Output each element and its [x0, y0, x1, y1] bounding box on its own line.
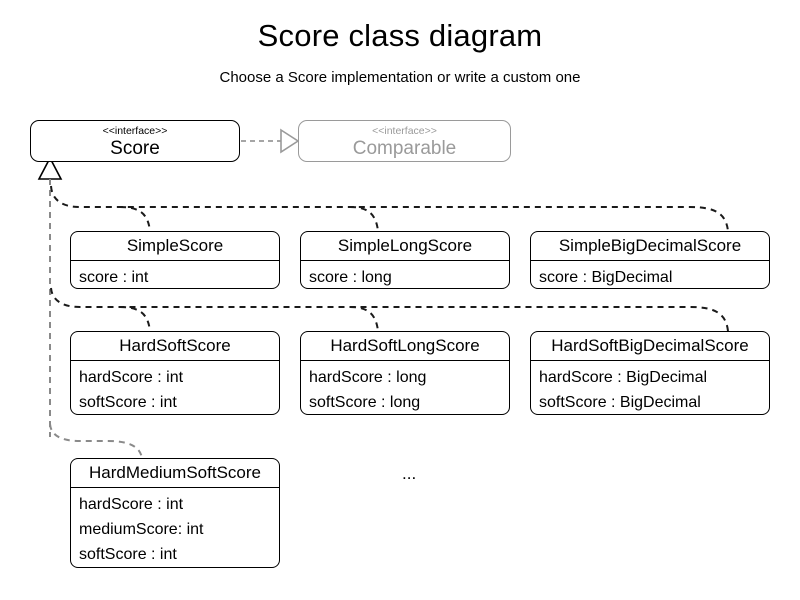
page-subtitle: Choose a Score implementation or write a…	[219, 69, 581, 86]
class-attributes: hardScore : long softScore : long	[301, 361, 509, 414]
class-name: SimpleBigDecimalScore	[531, 232, 769, 261]
class-attribute: softScore : int	[79, 546, 177, 563]
class-attributes: hardScore : BigDecimal softScore : BigDec…	[531, 361, 769, 414]
interface-box-comparable[interactable]: <<interface>>Comparable	[298, 120, 511, 162]
class-attribute: score : BigDecimal	[539, 269, 673, 286]
realization-score-to-comparable	[241, 128, 300, 154]
class-attribute: hardScore : int	[79, 369, 184, 386]
interface-box-score[interactable]: <<interface>>Score	[30, 120, 240, 162]
class-attribute: softScore : int	[79, 394, 177, 411]
stereotype-label: <<interface>>	[372, 125, 437, 137]
class-attribute: hardScore : BigDecimal	[539, 369, 708, 386]
class-attribute: hardScore : long	[309, 369, 427, 386]
class-attribute: softScore : BigDecimal	[539, 394, 701, 411]
class-attribute: score : int	[79, 269, 149, 286]
class-name: HardSoftLongScore	[301, 332, 509, 361]
class-box-hardsoftscore[interactable]: HardSoftScore hardScore : int softScore : …	[70, 331, 280, 415]
class-attributes: score : int	[71, 261, 279, 288]
stereotype-label: <<interface>>	[102, 125, 168, 137]
class-box-simplelongscore[interactable]: SimpleLongScore score : long	[300, 231, 510, 289]
class-attributes: score : long	[301, 261, 509, 288]
class-name: HardMediumSoftScore	[71, 459, 279, 488]
class-box-simplescore[interactable]: SimpleScore score : int	[70, 231, 280, 289]
class-attributes: score : BigDecimal	[531, 261, 769, 288]
class-box-hardmediumsoftscore[interactable]: HardMediumSoftScore hardScore : int medium…	[70, 458, 280, 568]
generalization-branches-row1	[50, 185, 729, 232]
class-attributes: hardScore : int mediumScore: int softScore…	[71, 488, 279, 567]
class-box-hardsoftlongscore[interactable]: HardSoftLongScore hardScore : long softSco…	[300, 331, 510, 415]
interface-name: Score	[110, 138, 160, 159]
generalization-branches-row2	[50, 287, 729, 332]
class-attribute: softScore : long	[309, 394, 421, 411]
class-box-simplebigdecimalscore[interactable]: SimpleBigDecimalScore score : BigDecimal	[530, 231, 770, 289]
class-attribute: score : long	[309, 269, 392, 286]
class-attribute: mediumScore: int	[79, 521, 204, 538]
class-name: HardSoftBigDecimalScore	[531, 332, 769, 361]
class-name: SimpleScore	[71, 232, 279, 261]
class-name: SimpleLongScore	[301, 232, 509, 261]
class-attributes: hardScore : int softScore : int	[71, 361, 279, 414]
more-classes-ellipsis: ...	[402, 464, 417, 483]
page-title: Score class diagram	[257, 18, 543, 53]
generalization-branch-bottom	[49, 423, 143, 459]
class-attribute: hardScore : int	[79, 496, 184, 513]
class-name: HardSoftScore	[71, 332, 279, 361]
interface-name: Comparable	[352, 138, 457, 159]
